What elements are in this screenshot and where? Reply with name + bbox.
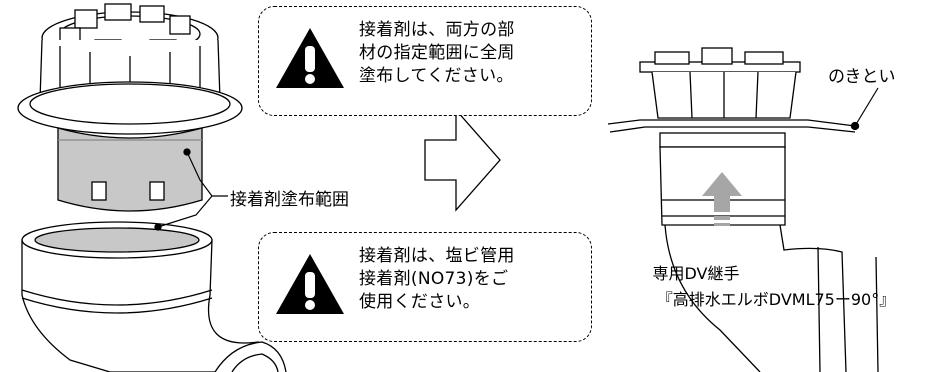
installed-drain-right [607,47,879,372]
note-bottom: 接着剤は、塩ビ管用 接着剤(NO73)をご 使用ください。 [258,232,592,342]
drain-fitting-left [17,3,243,212]
warning-icon [276,254,344,314]
apply-range-leaders [157,151,228,228]
joint-name-label: 専用DV継手 [652,264,740,283]
gutter-leader [854,87,879,127]
note-top-text: 接着剤は、両方の部 材の指定範囲に全周 塗布してください。 [359,20,515,86]
elbow-pipe-left [21,221,287,372]
note-bottom-text: 接着剤は、塩ビ管用 接着剤(NO73)をご 使用ください。 [359,246,515,312]
gutter-label: のきとい [828,67,896,87]
flow-up-arrow [702,172,742,226]
process-arrow [424,108,501,212]
apply-range-label: 接着剤塗布範囲 [230,190,349,210]
warning-icon [276,28,344,88]
joint-model-label: 『高排水エルボDVML75ー90°』 [656,290,896,309]
